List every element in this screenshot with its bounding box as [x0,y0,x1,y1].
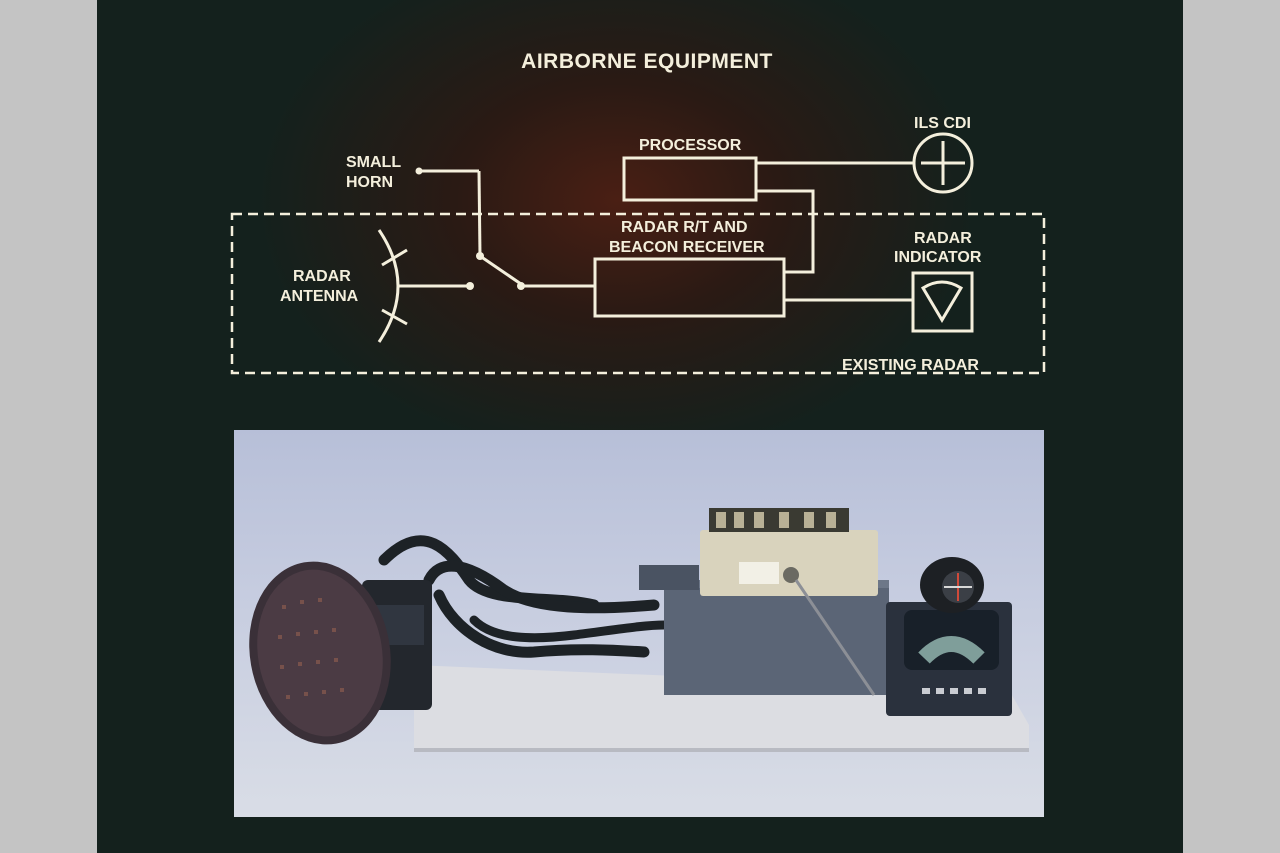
radar-antenna-label-line1: RADAR [293,268,351,285]
radar-indicator-label-line2: INDICATOR [894,249,982,266]
small-horn-label-line2: HORN [346,174,393,191]
radar-indicator-label-line1: RADAR [914,230,972,247]
slide-title: AIRBORNE EQUIPMENT [521,50,773,73]
radar-rt-label-line1: RADAR R/T AND [621,219,748,236]
radar-indicator-block [911,271,974,333]
radar-rt-unit [664,580,889,695]
small-horn-label-line1: SMALL [346,154,401,171]
ils-cdi-label: ILS CDI [914,115,971,132]
radar-rt-block [593,257,786,318]
existing-radar-label: EXISTING RADAR [842,357,979,374]
radar-antenna-symbol [377,229,400,343]
existing-radar-boundary [230,212,1046,375]
slide: AIRBORNE EQUIPMENT [97,0,1183,853]
processor-block [622,156,758,202]
equipment-photo [234,430,1044,817]
processor-module [700,530,878,596]
block-diagram: SMALL HORN PROCESSOR ILS CDI RADAR R/T A… [230,115,1046,375]
radar-antenna-label-line2: ANTENNA [280,288,359,305]
processor-label: PROCESSOR [639,137,742,154]
cables [378,535,669,658]
radar-rt-label-line2: BEACON RECEIVER [609,239,765,256]
